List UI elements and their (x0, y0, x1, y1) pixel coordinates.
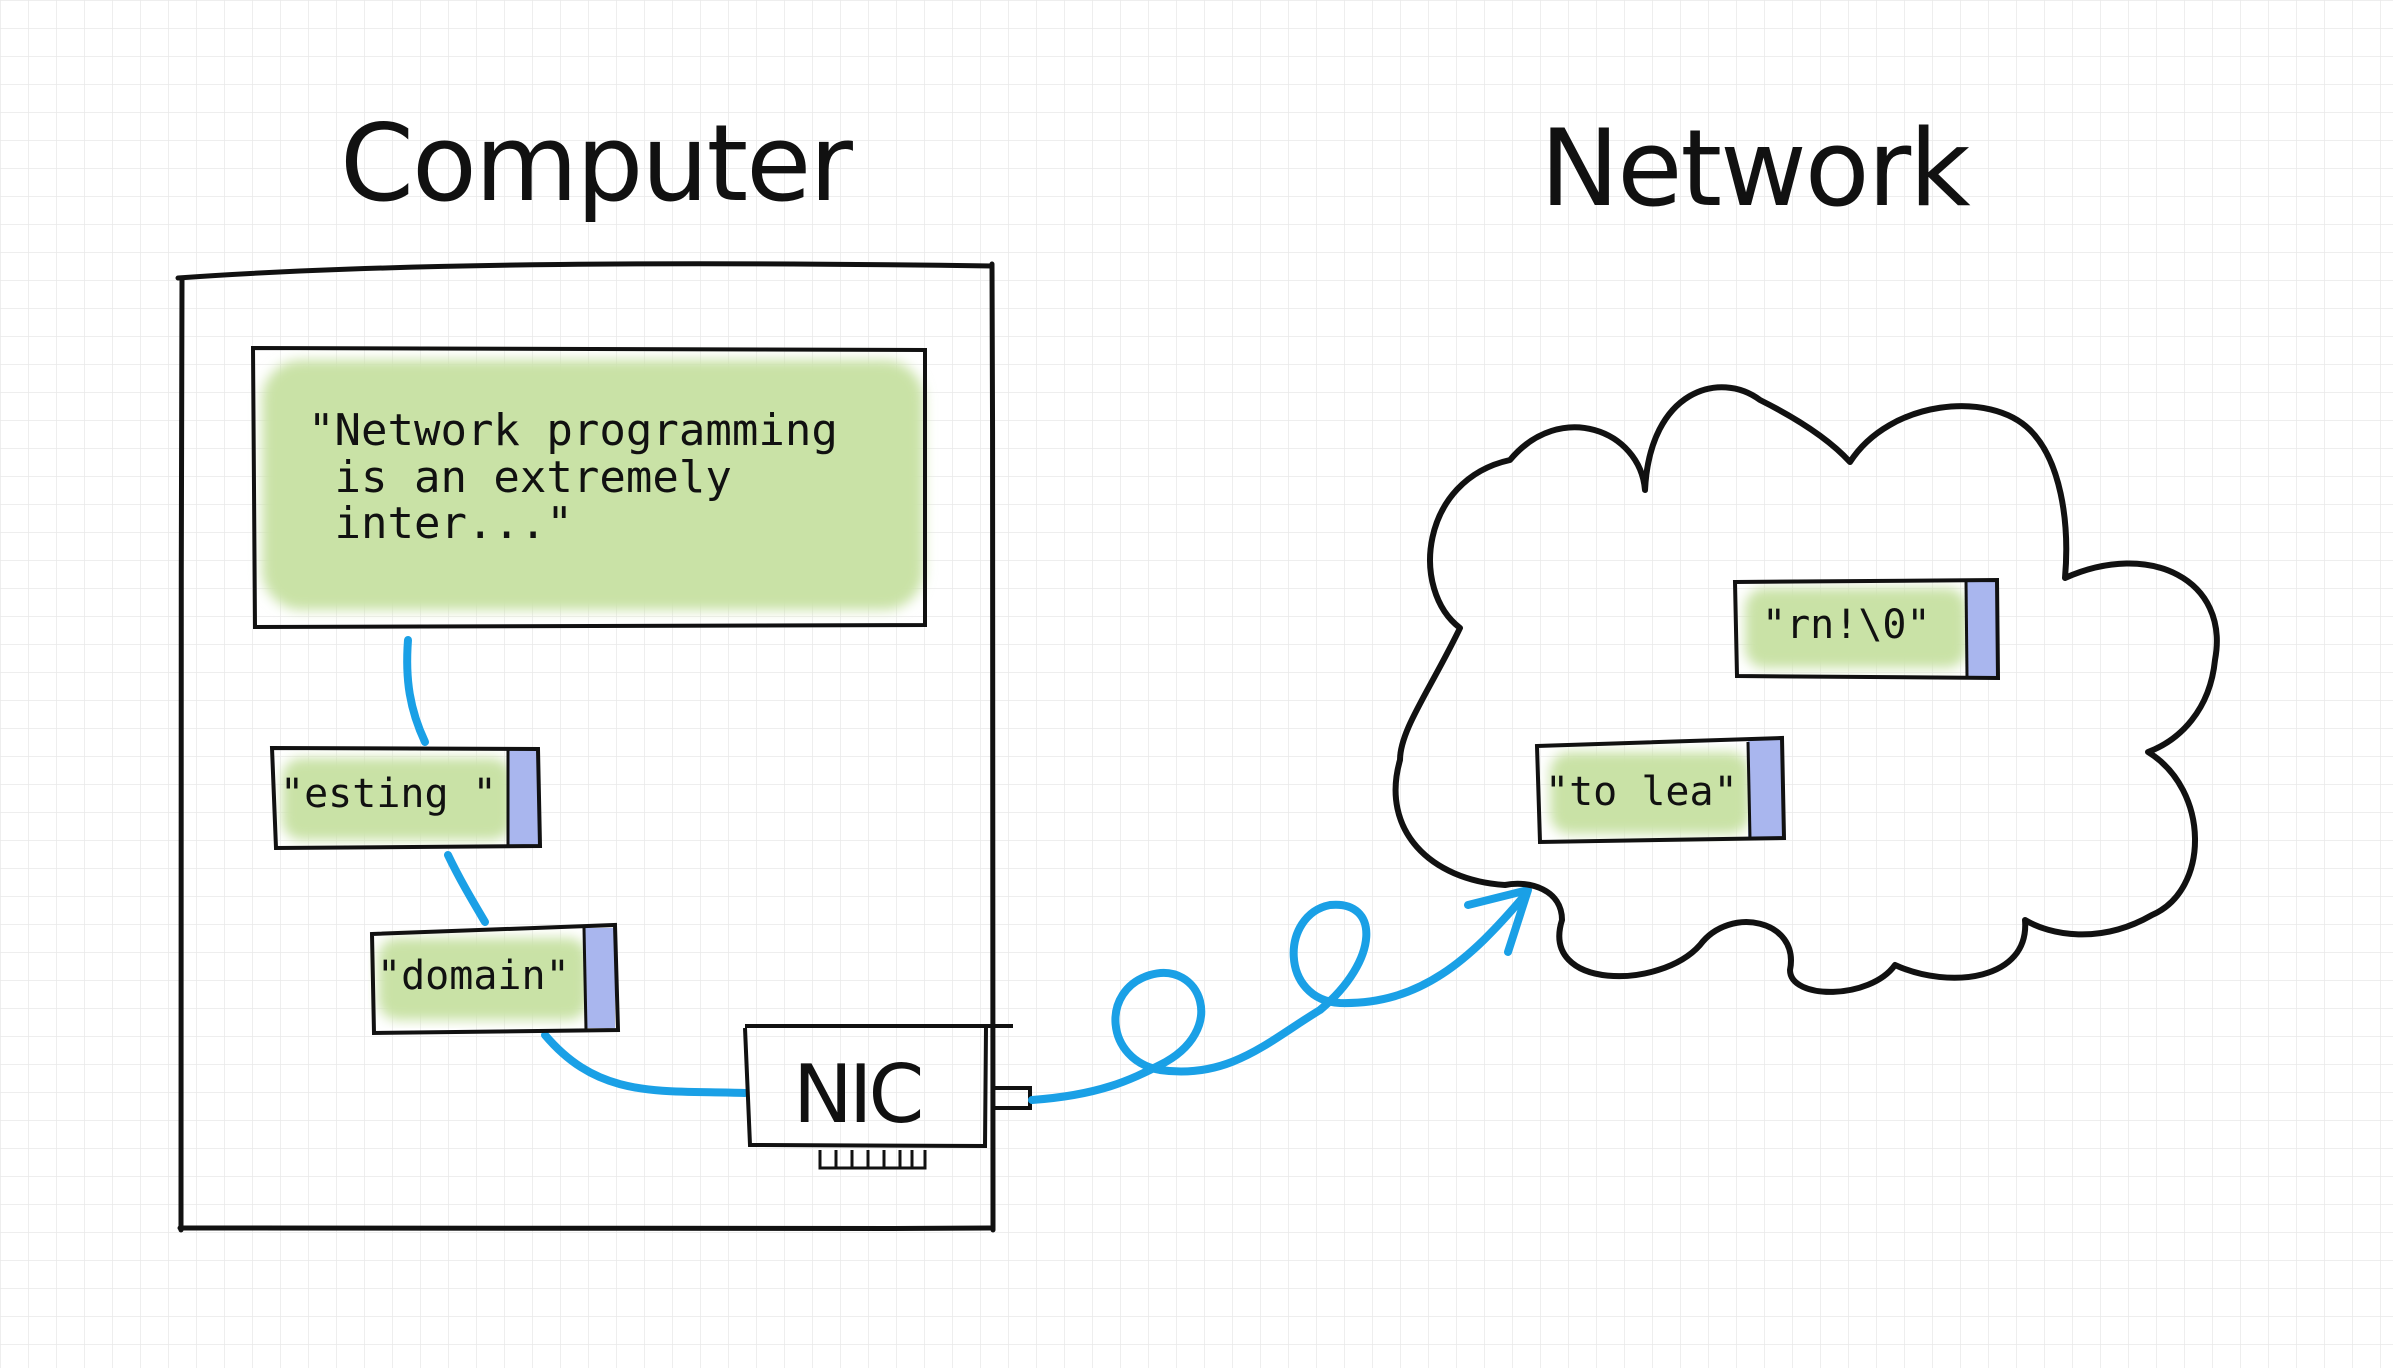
packet-esting-highlight (282, 758, 512, 840)
packet-tolea-highlight (1550, 752, 1750, 834)
packet-domain: "domain" (369, 922, 621, 1036)
cable-arrowhead (1464, 886, 1532, 956)
packet-domain-label: "domain" (377, 953, 570, 999)
connector-esting-to-domain (444, 851, 489, 926)
buffer-border (250, 345, 927, 630)
connector-buffer-to-esting (403, 636, 429, 746)
packet-tolea-label: "to lea" (1545, 769, 1738, 815)
computer-box (175, 261, 996, 1233)
network-title: Network (1540, 107, 1971, 230)
packet-domain-tab (585, 928, 615, 1028)
packet-esting: "esting " (269, 745, 543, 851)
network-cable (1028, 891, 1529, 1104)
packet-esting-tab (508, 749, 538, 845)
buffer-text-line1: "Network programming (308, 405, 838, 456)
packet-rn-highlight (1745, 588, 1967, 668)
packet-tolea: "to lea" (1534, 735, 1787, 845)
data-flow-lines (403, 636, 749, 1097)
nic-label: NIC (793, 1048, 920, 1141)
buffer-highlight (262, 360, 924, 610)
buffer-text-line3: inter..." (308, 498, 573, 549)
buffer-text-line2: is an extremely (308, 452, 732, 503)
connector-domain-to-nic (541, 1031, 749, 1097)
packet-domain-highlight (378, 938, 588, 1020)
packet-tolea-tab (1748, 740, 1782, 838)
nic-card (743, 1024, 1032, 1170)
packet-rn: "rn!\0" (1732, 577, 2001, 681)
computer-title: Computer (340, 102, 853, 225)
nic-connector-pins (818, 1150, 927, 1170)
message-buffer: "Network programming is an extremely int… (250, 345, 927, 630)
packet-rn-tab (1966, 580, 1996, 676)
packet-rn-label: "rn!\0" (1762, 602, 1931, 648)
packet-esting-label: "esting " (280, 771, 497, 817)
network-cloud (1392, 384, 2220, 995)
